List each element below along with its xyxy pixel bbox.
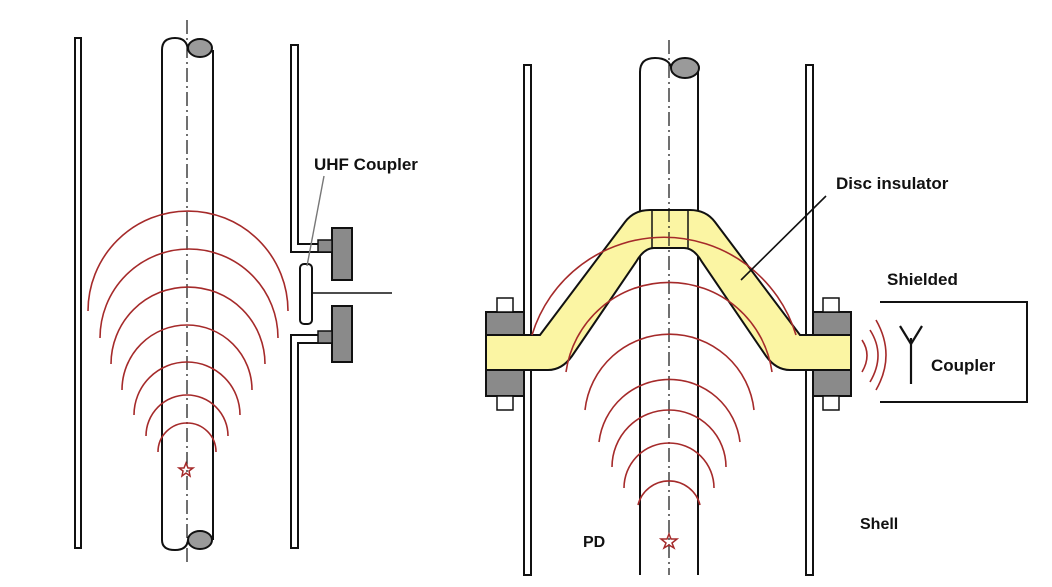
external-em-waves [861, 319, 887, 391]
antenna-icon [899, 325, 923, 384]
uhf-coupler-probe [299, 263, 313, 325]
disc-insulator-label: Disc insulator [836, 174, 949, 193]
right-panel: Disc insulator Shielded Coupler Shell PD [485, 40, 1028, 576]
right-conductor-top-end [670, 57, 700, 79]
right-pd-source-icon [658, 531, 680, 550]
shell-label: Shell [860, 516, 898, 533]
disc-insulator-leader [740, 195, 827, 281]
right-conductor [639, 56, 700, 575]
left-coupler-flange [317, 227, 353, 363]
right-em-waves [531, 236, 797, 506]
pd-label: PD [583, 534, 605, 551]
left-pd-source-icon [176, 460, 196, 478]
left-conductor-bottom-end [187, 530, 213, 550]
left-conductor-top-end [187, 38, 213, 58]
disc-insulator [485, 209, 852, 371]
right-shell-wall-left [523, 64, 532, 576]
shielded-coupler-box [880, 301, 1028, 403]
left-em-waves [87, 210, 289, 453]
uhf-coupler-label: UHF Coupler [314, 155, 418, 174]
shielded-label: Shielded [887, 270, 958, 289]
left-conductor [161, 20, 214, 565]
right-shell-wall-right [805, 64, 814, 576]
left-enclosure-wall [74, 37, 82, 549]
coupler-label: Coupler [931, 356, 996, 375]
uhf-coupler-leader [306, 175, 325, 267]
left-panel: UHF Coupler [74, 20, 418, 565]
